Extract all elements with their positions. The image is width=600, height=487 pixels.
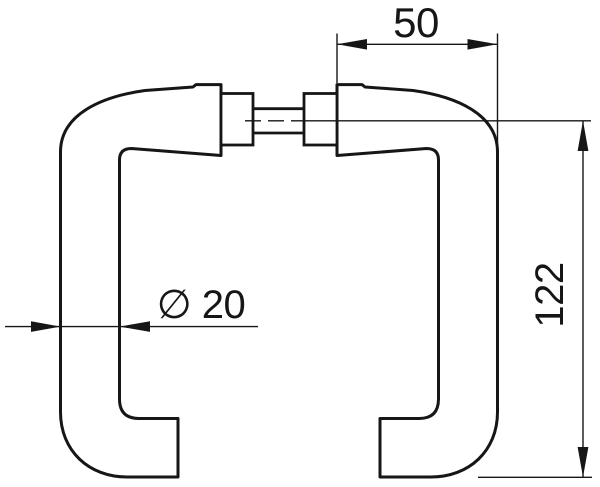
arrowhead-top-icon (577, 120, 589, 151)
right-handle-outline (335, 83, 499, 479)
arrowhead-right-icon (119, 321, 150, 332)
arrowhead-bottom-icon (577, 447, 589, 477)
left-handle-outline (59, 83, 223, 479)
handle-pair (59, 83, 499, 479)
dimension-handle-height: 122 (478, 120, 592, 478)
dimension-label-122: 122 (528, 262, 572, 327)
arrowhead-left-icon (337, 39, 367, 50)
arrowhead-left-icon (31, 321, 61, 332)
dimension-label-50: 50 (393, 0, 439, 46)
arrowhead-right-icon (467, 39, 498, 50)
dimension-tube-diameter: ∅ 20 (5, 283, 258, 332)
left-rose-collar (219, 92, 255, 147)
dimension-handle-depth: 50 (336, 0, 499, 148)
dimension-label-diameter: ∅ 20 (157, 283, 245, 327)
right-rose-collar (302, 92, 339, 147)
